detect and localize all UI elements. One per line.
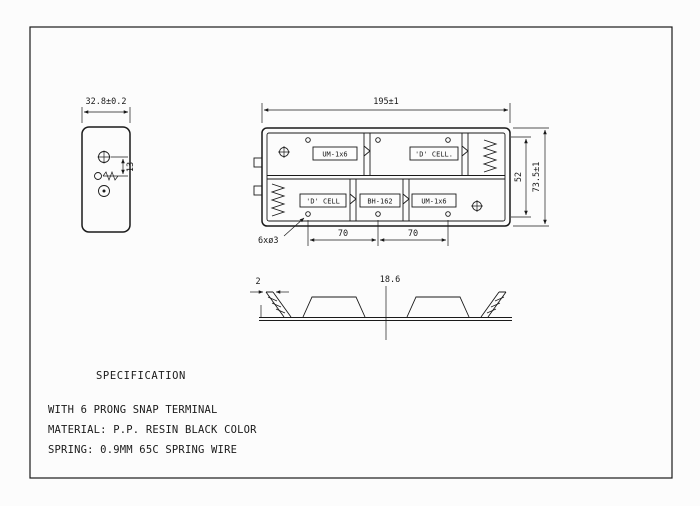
section-view: 18.6 2 [250,275,512,340]
overall-height-ext-lines [513,127,549,227]
snap-terminal-bottom [98,185,110,197]
cell-label-bottom-left: 'D' CELL [306,198,340,206]
rib-dim: 18.6 [380,275,400,285]
width-ext-lines [81,107,131,123]
hole-leader-line [283,217,305,237]
side-view-body [81,126,131,233]
mount-hole [305,137,311,143]
hole-pitch-dim-1: 70 [338,229,348,239]
snap-terminal-mid [94,172,102,180]
hole-callout: 6xø3 [258,236,278,246]
right-end-wall [480,291,507,318]
rivet-cross-bottom-right [471,200,483,212]
divider-top-1 [363,133,371,176]
cell-label-bottom-right: UM-1x6 [421,198,446,206]
hole-pitch-dim-2: 70 [408,229,418,239]
rib-right [406,296,470,318]
holder-outline [261,127,511,227]
top-view: UM-1x6 'D' CELL. 'D' CELL BH-162 UM-1x6 … [253,97,549,246]
spec-line-terminal: WITH 6 PRONG SNAP TERMINAL [48,404,218,416]
specification-notes: SPECIFICATION WITH 6 PRONG SNAP TERMINAL… [48,370,257,456]
snap-terminal-cross [97,150,111,164]
mount-hole [445,211,451,217]
pitch-ext-lines [103,156,128,177]
center-partition [267,175,505,180]
pitch-ext-lines [307,220,449,246]
base-slab [259,317,512,321]
inner-height-ext-lines [511,136,531,218]
spec-line-spring: SPRING: 0.9MM 65C SPRING WIRE [48,444,237,456]
mount-hole [445,137,451,143]
mount-hole [375,137,381,143]
label-box [411,193,457,208]
terminal-tab-upper [253,157,263,168]
label-box [299,193,347,208]
length-dim: 195±1 [373,97,399,107]
mount-hole [375,211,381,217]
label-box [359,193,401,208]
spec-title: SPECIFICATION [96,370,186,382]
mount-hole [305,211,311,217]
cell-label-top-left: UM-1x6 [322,151,347,159]
divider-top-2 [461,133,469,176]
divider-bottom-1 [349,179,357,221]
spring-top-right-icon [482,139,498,173]
label-box [312,146,358,161]
overall-height-dim: 73.5±1 [532,162,542,193]
holder-inner-wall [266,132,506,222]
side-width-dim: 32.8±0.2 [86,97,127,107]
right-hatch [486,296,505,314]
length-ext-lines [261,103,511,123]
snap-terminal-bottom-dot [102,189,106,193]
cell-label-top-right: 'D' CELL. [415,151,453,159]
rivet-cross-top-left [278,146,290,158]
divider-bottom-2 [402,179,410,221]
terminal-tab-lower [253,185,263,196]
inner-height-dim: 52 [514,172,524,182]
left-hatch [267,296,286,314]
spring-bottom-left-icon [270,183,286,217]
label-box [409,146,459,161]
wall-thickness-dim: 2 [255,277,260,287]
side-view: 32.8±0.2 13 [81,97,136,233]
side-pitch-dim: 13 [126,162,136,172]
rib-left [302,296,366,318]
left-end-wall [265,291,292,318]
model-label: BH-162 [367,198,392,206]
spec-line-material: MATERIAL: P.P. RESIN BLACK COLOR [48,424,257,436]
drawing-frame [29,26,673,479]
